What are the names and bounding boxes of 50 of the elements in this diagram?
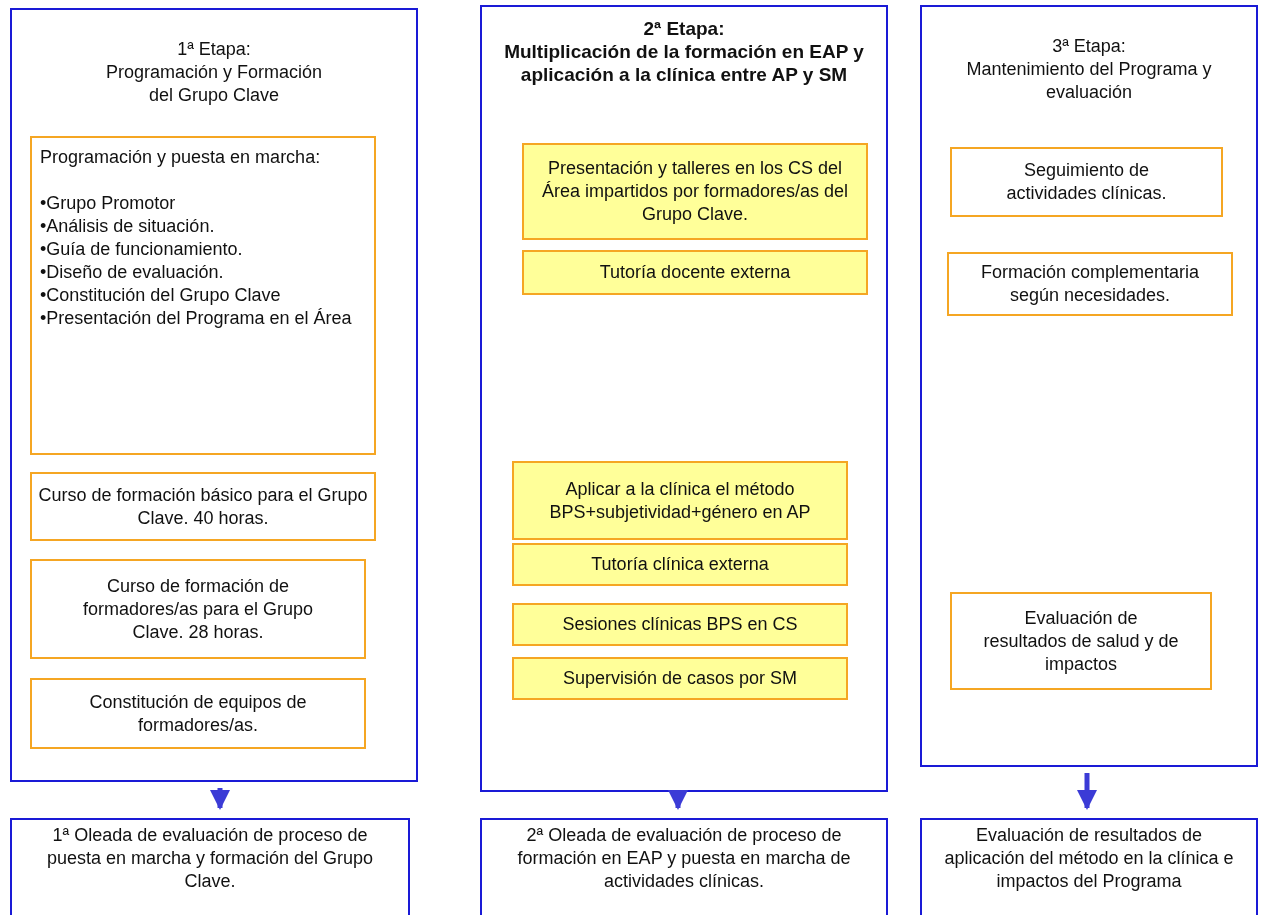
list-item: •Constitución del Grupo Clave (40, 284, 282, 307)
stage-heading: 2ª Etapa: (643, 17, 725, 40)
step-box (947, 252, 1233, 316)
box-text: Programación y Formación del Grupo Clave (104, 61, 324, 107)
stage-heading: 1ª Etapa: (177, 38, 251, 61)
stage-heading: 3ª Etapa: (1052, 35, 1126, 58)
box-text: 1ª Oleada de evaluación de proceso de puesta en marcha y formación del Grupo Clave. (45, 824, 375, 893)
evaluation-box (10, 818, 410, 915)
step-box (30, 559, 366, 659)
step-box (512, 657, 848, 700)
box-text: Sesiones clínicas BPS en CS (562, 613, 798, 636)
box-text: Curso de formación básico para el Grupo Clave. 40 horas. (38, 483, 368, 530)
stage-box (480, 5, 888, 792)
list-item: •Grupo Promotor (40, 192, 177, 215)
step-box (512, 603, 848, 646)
list-item: •Análisis de situación. (40, 215, 216, 238)
box-text: Curso de formación de formadores/as para el Grupo Clave. 28 horas. (81, 574, 315, 644)
step-box (522, 250, 868, 295)
step-box (512, 461, 848, 540)
step-box (512, 543, 848, 586)
stage-box (920, 5, 1258, 767)
box-text: Evaluación de resultados de salud y de impactos (982, 606, 1180, 676)
box-text: Evaluación de resultados de aplicación del método en la clínica e impactos del Programa (944, 824, 1234, 893)
step-box (950, 592, 1212, 690)
arrow (668, 790, 688, 810)
box-text: Supervisión de casos por SM (562, 667, 798, 690)
box-text: Constitución de equipos de formadores/as. (88, 690, 308, 737)
arrow (1077, 773, 1097, 810)
stage-box (10, 8, 418, 782)
arrow (210, 788, 230, 810)
evaluation-box (920, 818, 1258, 915)
step-box (30, 472, 376, 541)
box-text: Programación y puesta en marcha: (40, 146, 322, 169)
evaluation-box (480, 818, 888, 915)
list-item: •Guía de funcionamiento. (40, 238, 244, 261)
box-text: Presentación y talleres en los CS del Área impartidos por formadores/as del Grupo Clave. (540, 157, 850, 226)
box-text: Seguimiento de actividades clínicas. (1005, 159, 1168, 205)
box-text: Formación complementaria según necesidades. (979, 261, 1201, 307)
step-box (30, 678, 366, 749)
list-item: •Presentación del Programa en el Área (40, 307, 353, 330)
step-box (522, 143, 868, 240)
step-box (950, 147, 1223, 217)
box-text: Multiplicación de la formación en EAP y aplicación a la clínica entre AP y SM (503, 40, 865, 86)
box-text: Tutoría clínica externa (591, 553, 769, 576)
box-text: Mantenimiento del Programa y evaluación (965, 58, 1213, 104)
box-text: Tutoría docente externa (599, 261, 791, 284)
box-text: 2ª Oleada de evaluación de proceso de formación en EAP y puesta en marcha de actividades clínicas. (516, 824, 852, 893)
step-box (30, 136, 376, 455)
box-text: Aplicar a la clínica el método BPS+subjetividad+género en AP (548, 477, 812, 524)
list-item: •Diseño de evaluación. (40, 261, 225, 284)
